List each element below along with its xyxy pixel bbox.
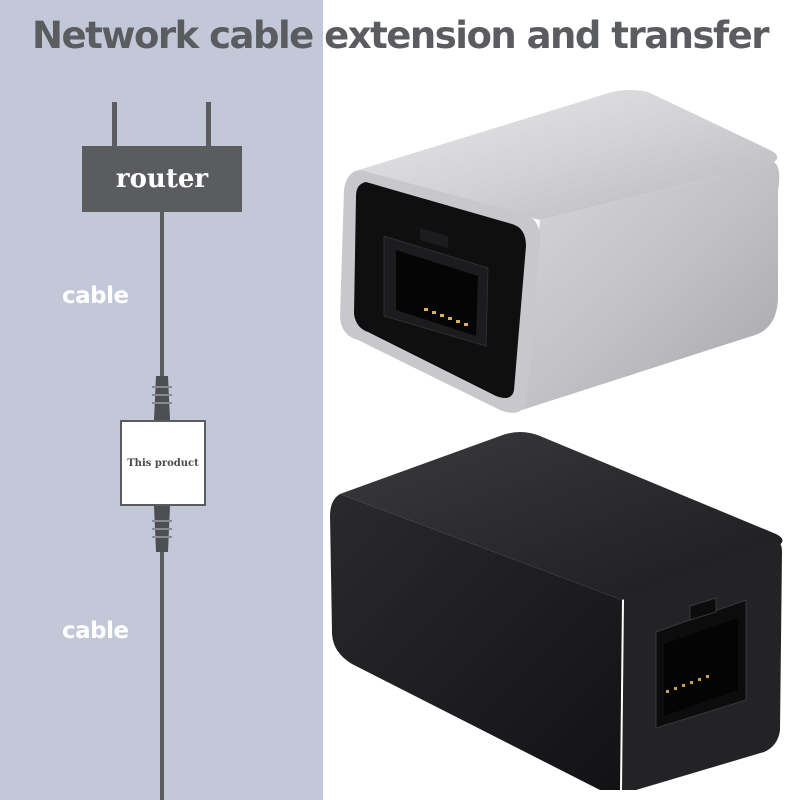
router-box	[82, 146, 242, 212]
product-label: This product	[127, 457, 199, 469]
router-label: router	[115, 164, 209, 194]
cable-label-bottom: cable	[62, 618, 129, 644]
cable-bottom-line	[160, 552, 164, 800]
router-antenna-left	[112, 102, 117, 148]
product-box	[120, 420, 206, 506]
black-coupler	[330, 432, 783, 790]
router-antenna-right	[206, 102, 211, 148]
page-title: Network cable extension and transfer	[32, 14, 769, 57]
cable-top-line	[160, 212, 164, 376]
cable-label-top: cable	[62, 283, 129, 309]
silver-coupler	[340, 90, 780, 413]
